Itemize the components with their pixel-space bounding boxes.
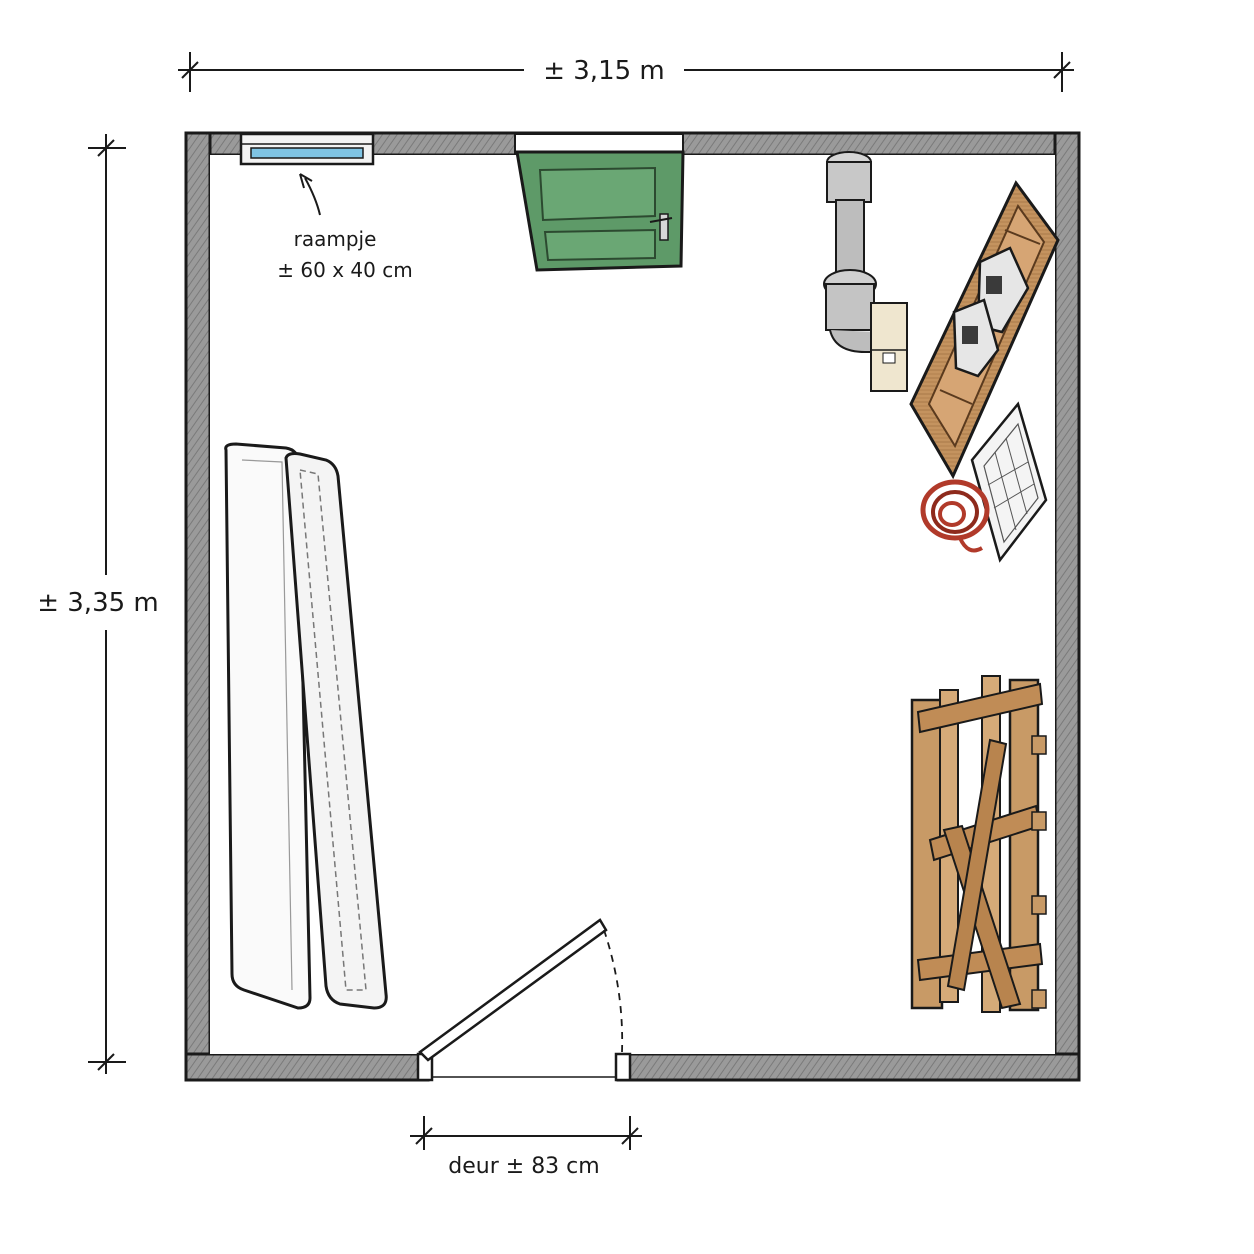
wooden-frame-icon xyxy=(910,675,1047,1013)
green-door-icon xyxy=(514,133,685,272)
grid-panel-icon xyxy=(970,401,1048,563)
width-dimension xyxy=(178,52,1074,92)
mattress-icon xyxy=(224,442,388,1010)
window-note-line2: ± 60 x 40 cm xyxy=(277,258,412,282)
height-label: ± 3,35 m xyxy=(37,588,159,618)
window-note-line1: raampje xyxy=(294,227,377,251)
pipe-icon xyxy=(823,151,877,353)
appliance-icon xyxy=(952,246,1030,378)
door-dimension xyxy=(410,1116,642,1150)
window-icon xyxy=(239,132,375,166)
window-note-arrow xyxy=(299,173,321,216)
door-swing-icon xyxy=(418,918,624,1062)
width-label: ± 3,15 m xyxy=(543,56,665,86)
height-dimension xyxy=(88,134,126,1074)
small-crate-icon xyxy=(870,302,908,392)
door-width-label: deur ± 83 cm xyxy=(448,1154,599,1179)
hose-reel-icon xyxy=(920,479,990,553)
